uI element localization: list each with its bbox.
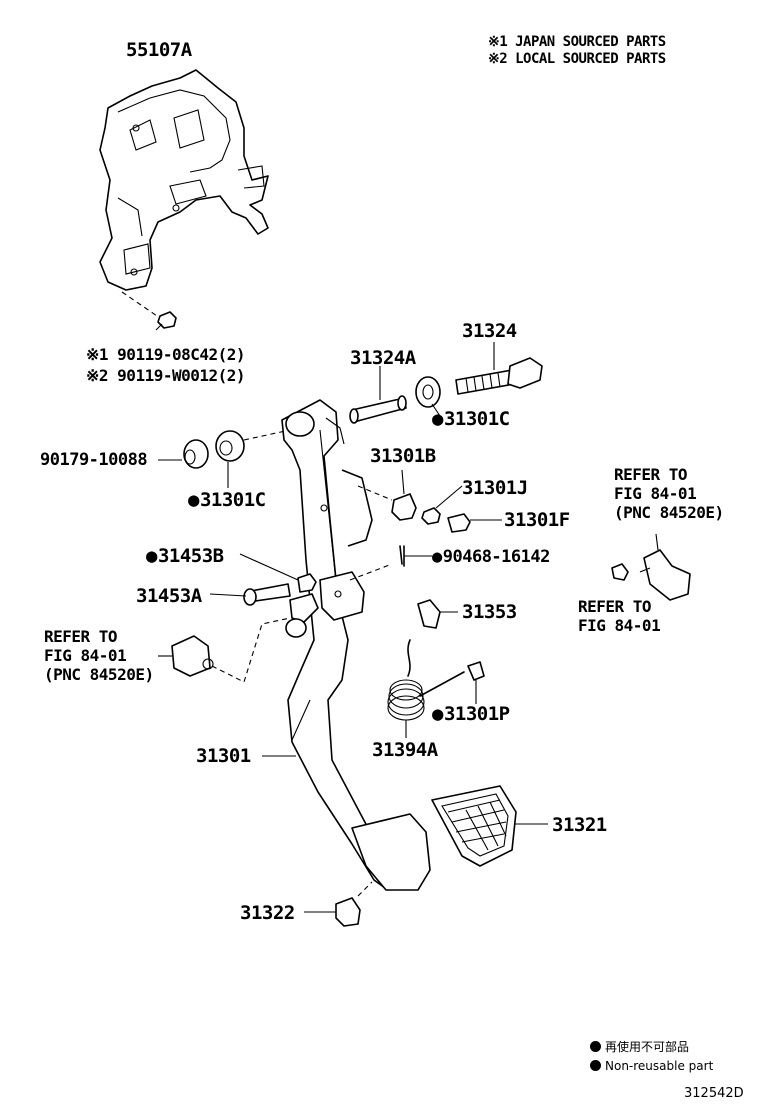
stop-switch-right-drawing [611, 533, 691, 601]
label-90119-08c42[interactable]: ※1 90119-08C42(2) [86, 345, 246, 364]
ref-right-bottom-line2[interactable]: FIG 84-01 [578, 616, 661, 635]
label-31324a[interactable]: 31324A [350, 347, 416, 369]
label-31324[interactable]: 31324 [462, 320, 517, 342]
note-local-sourced: ※2 LOCAL SOURCED PARTS [488, 51, 666, 67]
figure-id: 312542D [684, 1086, 744, 1101]
nut-31301j-drawing [421, 485, 463, 525]
label-90468-16142[interactable]: 90468-16142 [432, 547, 551, 567]
collar-31324a-drawing [349, 366, 407, 424]
label-31301b[interactable]: 31301B [370, 445, 436, 467]
ref-left-line1: REFER TO [44, 627, 118, 646]
label-31301[interactable]: 31301 [196, 745, 251, 767]
note-japan-sourced: ※1 JAPAN SOURCED PARTS [488, 34, 666, 50]
label-31301p[interactable]: 31301P [432, 704, 510, 724]
label-31353[interactable]: 31353 [462, 601, 517, 623]
legend-en-text: Non-reusable part [605, 1059, 714, 1073]
label-31453a[interactable]: 31453A [136, 585, 202, 607]
label-90179-10088[interactable]: 90179-10088 [40, 450, 148, 470]
clip-90468-drawing [399, 545, 405, 567]
legend-en: Non-reusable part [590, 1059, 713, 1073]
bolt-31301f-drawing [447, 513, 502, 533]
label-31301c-right[interactable]: 31301C [432, 409, 510, 429]
nut-31453b-drawing [239, 553, 317, 593]
ref-right-top-line3: (PNC 84520E) [614, 503, 724, 522]
cushion-31301b-drawing [391, 469, 417, 521]
spring-31394a-drawing [387, 639, 465, 738]
bracket-55107a-drawing [99, 69, 269, 291]
non-reusable-bullet-icon [590, 1060, 601, 1071]
label-31453b[interactable]: 31453B [146, 546, 224, 566]
stop-switch-left-drawing [158, 635, 214, 677]
ref-right-top-line2[interactable]: FIG 84-01 [614, 484, 697, 503]
bushing-31301c-left-drawing [215, 430, 245, 488]
bushing-31301p-drawing [467, 661, 485, 704]
pedal-31301-drawing [281, 399, 431, 891]
label-31394a[interactable]: 31394A [372, 739, 438, 761]
label-31322[interactable]: 31322 [240, 902, 295, 924]
label-31301j[interactable]: 31301J [462, 477, 528, 499]
legend-jp: 再使用不可部品 [590, 1038, 689, 1055]
stopper-31322-drawing [304, 897, 361, 927]
bushing-31301c-right-drawing [415, 376, 441, 417]
label-31321[interactable]: 31321 [552, 814, 607, 836]
ref-left-line3: (PNC 84520E) [44, 665, 154, 684]
label-55107a[interactable]: 55107A [126, 39, 192, 61]
pin-31453a-drawing [243, 583, 291, 606]
ref-right-top-line1: REFER TO [614, 465, 688, 484]
bracket-31353-drawing [417, 599, 458, 629]
pin-31324-drawing [455, 342, 543, 395]
non-reusable-bullet-icon [590, 1041, 601, 1052]
ref-right-bottom-line1: REFER TO [578, 597, 652, 616]
bolt-90119-drawing [155, 311, 177, 331]
label-31301c-left[interactable]: 31301C [188, 490, 266, 510]
label-31301f[interactable]: 31301F [504, 509, 570, 531]
label-90119-w0012[interactable]: ※2 90119-W0012(2) [86, 366, 246, 385]
pedal-pad-31321-drawing [431, 785, 548, 867]
bushing-90179-drawing [183, 439, 209, 469]
legend-jp-text: 再使用不可部品 [605, 1040, 690, 1054]
ref-left-line2[interactable]: FIG 84-01 [44, 646, 127, 665]
